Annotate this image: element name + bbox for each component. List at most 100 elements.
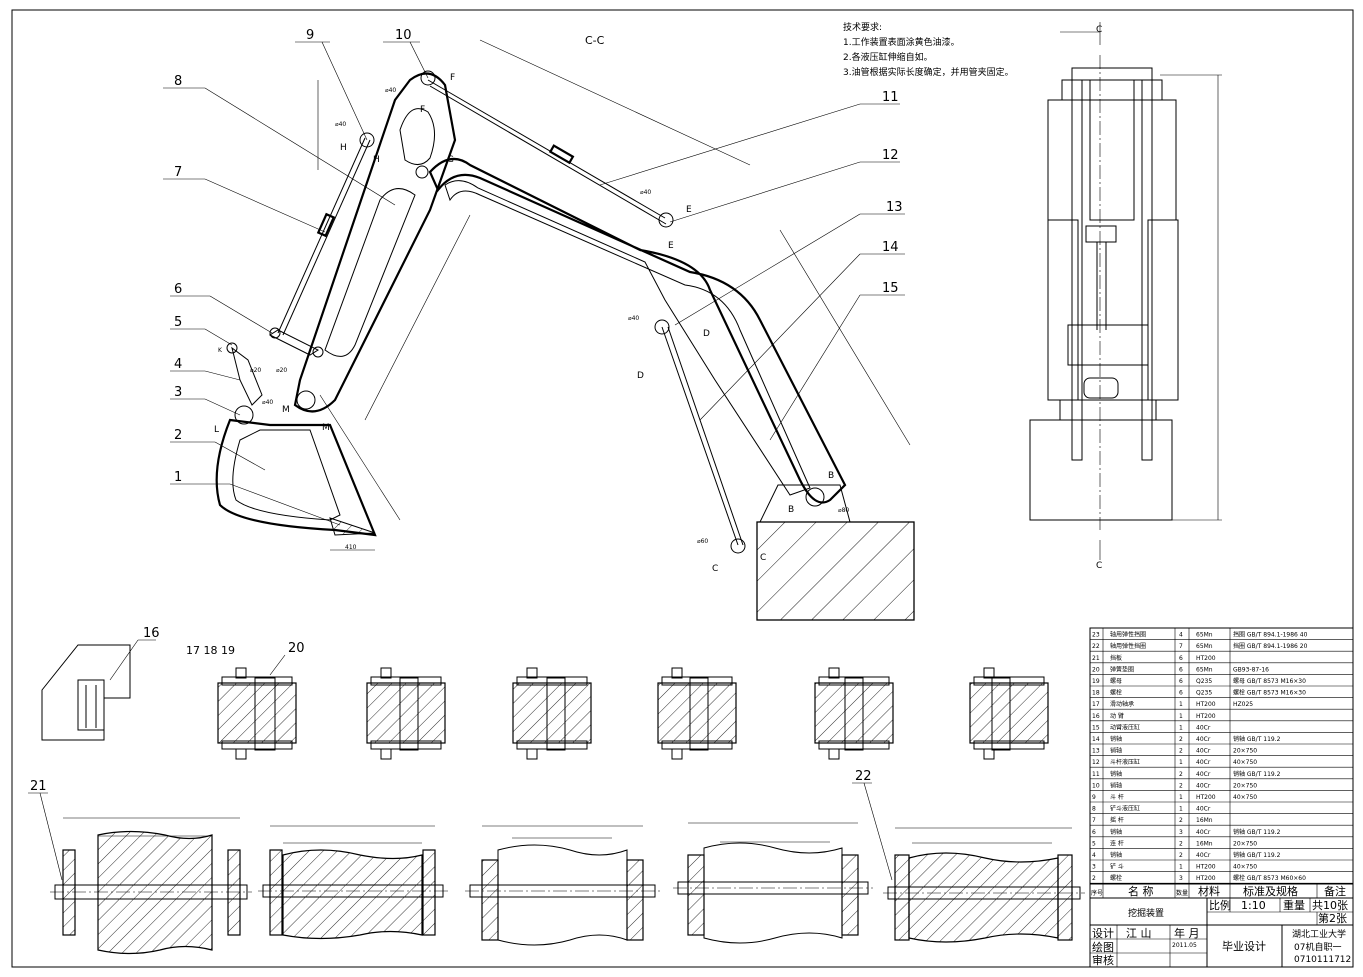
pin-k <box>226 342 238 354</box>
bom-cell-qty: 2 <box>1179 840 1183 847</box>
stick-cylinder-rod <box>429 85 667 225</box>
balloon-8: 8 <box>174 74 182 89</box>
bom-cell-qty: 2 <box>1179 771 1183 778</box>
bom-cell-no: 8 <box>1092 806 1096 813</box>
pin-g <box>415 165 429 179</box>
bom-cell-no: 15 <box>1092 724 1100 731</box>
letter-f1: F <box>450 73 455 83</box>
dim-d40-d: ⌀40 <box>628 315 639 322</box>
tech-item-2: 2.各液压缸伸缩自如。 <box>843 51 933 63</box>
bom-cell-name: 铲斗液压缸 <box>1110 805 1140 813</box>
title-check-label: 审核 <box>1092 953 1114 967</box>
dim-tooth-label: 410 <box>345 544 357 551</box>
shaft-4 <box>673 822 873 944</box>
bom-cell-no: 4 <box>1092 852 1096 859</box>
bom-cell-name: 螺栓 <box>1110 874 1122 882</box>
pin-f <box>420 70 436 86</box>
bom-cell-mat: 65Mn <box>1196 643 1213 650</box>
bom-cell-name: 销轴 <box>1110 747 1122 755</box>
title-sheet-no: 第2张 <box>1318 911 1347 925</box>
title-weight-label: 重量 <box>1283 898 1305 912</box>
bom-cell-name: 销轴 <box>1110 770 1122 778</box>
letter-m1: M <box>282 405 290 415</box>
bom-cell-std: 销轴 GB/T 119.2 <box>1233 851 1281 859</box>
pin-section-2 <box>366 667 446 760</box>
title-sheets-total: 共10张 <box>1312 899 1348 912</box>
bom-header-no: 序号 <box>1091 889 1103 897</box>
letter-e1: E <box>686 205 692 215</box>
bom-cell-std: 挡圈 GB/T 894.1-1986 20 <box>1233 642 1308 650</box>
balloon-13: 13 <box>886 200 903 215</box>
bom-cell-no: 14 <box>1092 736 1100 743</box>
bom-cell-std: 螺母 GB/T 8573 M16×30 <box>1233 677 1306 685</box>
title-project: 毕业设计 <box>1222 940 1266 953</box>
bom-cell-mat: 40Cr <box>1196 782 1211 789</box>
bucket-cylinder-body <box>316 212 336 238</box>
letter-k: K <box>218 347 223 354</box>
stick-cylinder-body <box>548 144 575 165</box>
bom-cell-no: 3 <box>1092 864 1096 871</box>
bom-cell-std: 螺栓 GB/T 8573 M60×60 <box>1233 874 1306 882</box>
bom-cell-no: 5 <box>1092 840 1096 847</box>
bom-cell-std: 销轴 GB/T 119.2 <box>1233 735 1281 743</box>
balloon-22: 22 <box>855 769 872 784</box>
title-block: 挖掘装置 比例 1:10 重量 共10张 第2张 设计 江 山 年 月 绘图 2… <box>1089 897 1354 968</box>
dim-d20-a: ⌀20 <box>250 367 261 374</box>
bom-cell-no: 19 <box>1092 678 1100 685</box>
title-date-label: 年 月 <box>1174 926 1200 940</box>
bom-cell-qty: 1 <box>1179 864 1183 871</box>
bom-cell-no: 16 <box>1092 713 1100 720</box>
bom-cell-qty: 7 <box>1179 643 1183 650</box>
bom-cell-std: 挡圈 GB/T 894.1-1986 40 <box>1233 631 1308 639</box>
bom-cell-mat: HT200 <box>1196 701 1216 708</box>
bom-cell-no: 11 <box>1092 771 1100 778</box>
boom-cylinder-rod <box>667 326 744 546</box>
bom-cell-std: 20×750 <box>1233 782 1257 789</box>
bucket-tooth <box>329 517 376 536</box>
bom-cell-qty: 6 <box>1179 666 1183 673</box>
bom-cell-mat: Q235 <box>1196 678 1212 685</box>
title-design-label: 设计 <box>1092 927 1114 940</box>
pin-rocker <box>312 346 324 358</box>
bom-cell-qty: 2 <box>1179 817 1183 824</box>
balloon-1: 1 <box>174 470 182 485</box>
bom-cell-name: 摇 杆 <box>1110 816 1124 824</box>
bom-cell-mat: 40Cr <box>1196 748 1211 755</box>
bom-cell-mat: HT200 <box>1196 655 1216 662</box>
balloon-6: 6 <box>174 282 182 297</box>
bom-cell-name: 斗杆液压缸 <box>1110 758 1140 766</box>
bom-cell-qty: 6 <box>1179 655 1183 662</box>
bom-cell-name: 挡板 <box>1110 654 1122 662</box>
bom-cell-no: 7 <box>1092 817 1096 824</box>
bom-cell-name: 滑动轴承 <box>1110 700 1134 708</box>
bom-cell-no: 10 <box>1092 782 1100 789</box>
bom-header-qty: 数量 <box>1176 889 1188 897</box>
title-school: 湖北工业大学 <box>1292 928 1346 940</box>
pin-link <box>269 327 281 339</box>
title-scale-value: 1:10 <box>1241 899 1266 912</box>
bom-cell-name: 销轴 <box>1110 781 1122 789</box>
bom-cell-no: 21 <box>1092 655 1100 662</box>
base-block <box>756 521 915 621</box>
section-row-1: 16 17 18 19 20 <box>41 626 1049 760</box>
bom-cell-qty: 6 <box>1179 690 1183 697</box>
bom-cell-std: GB93-87-16 <box>1233 666 1269 673</box>
bom-cell-mat: 40Cr <box>1196 829 1211 836</box>
letter-b1: B <box>828 471 834 481</box>
balloon-21: 21 <box>30 779 47 794</box>
bom-cell-std: 40×750 <box>1233 864 1257 871</box>
bom-cell-mat: HT200 <box>1196 794 1216 801</box>
bom-cell-mat: HT200 <box>1196 713 1216 720</box>
shaft-2 <box>258 825 448 940</box>
boom-cylinder <box>661 326 739 546</box>
tech-item-3: 3.油管根据实际长度确定，并用管夹固定。 <box>843 66 1014 78</box>
pin-b <box>805 487 825 507</box>
bom-cell-name: 螺栓 <box>1110 689 1122 697</box>
bom-cell-mat: 40Cr <box>1196 759 1211 766</box>
bom-cell-mat: 40Cr <box>1196 724 1211 731</box>
section-row-2: 21 22 <box>28 769 1085 955</box>
bom-cell-mat: 65Mn <box>1196 666 1213 673</box>
bom-header-mat: 材料 <box>1198 884 1220 898</box>
